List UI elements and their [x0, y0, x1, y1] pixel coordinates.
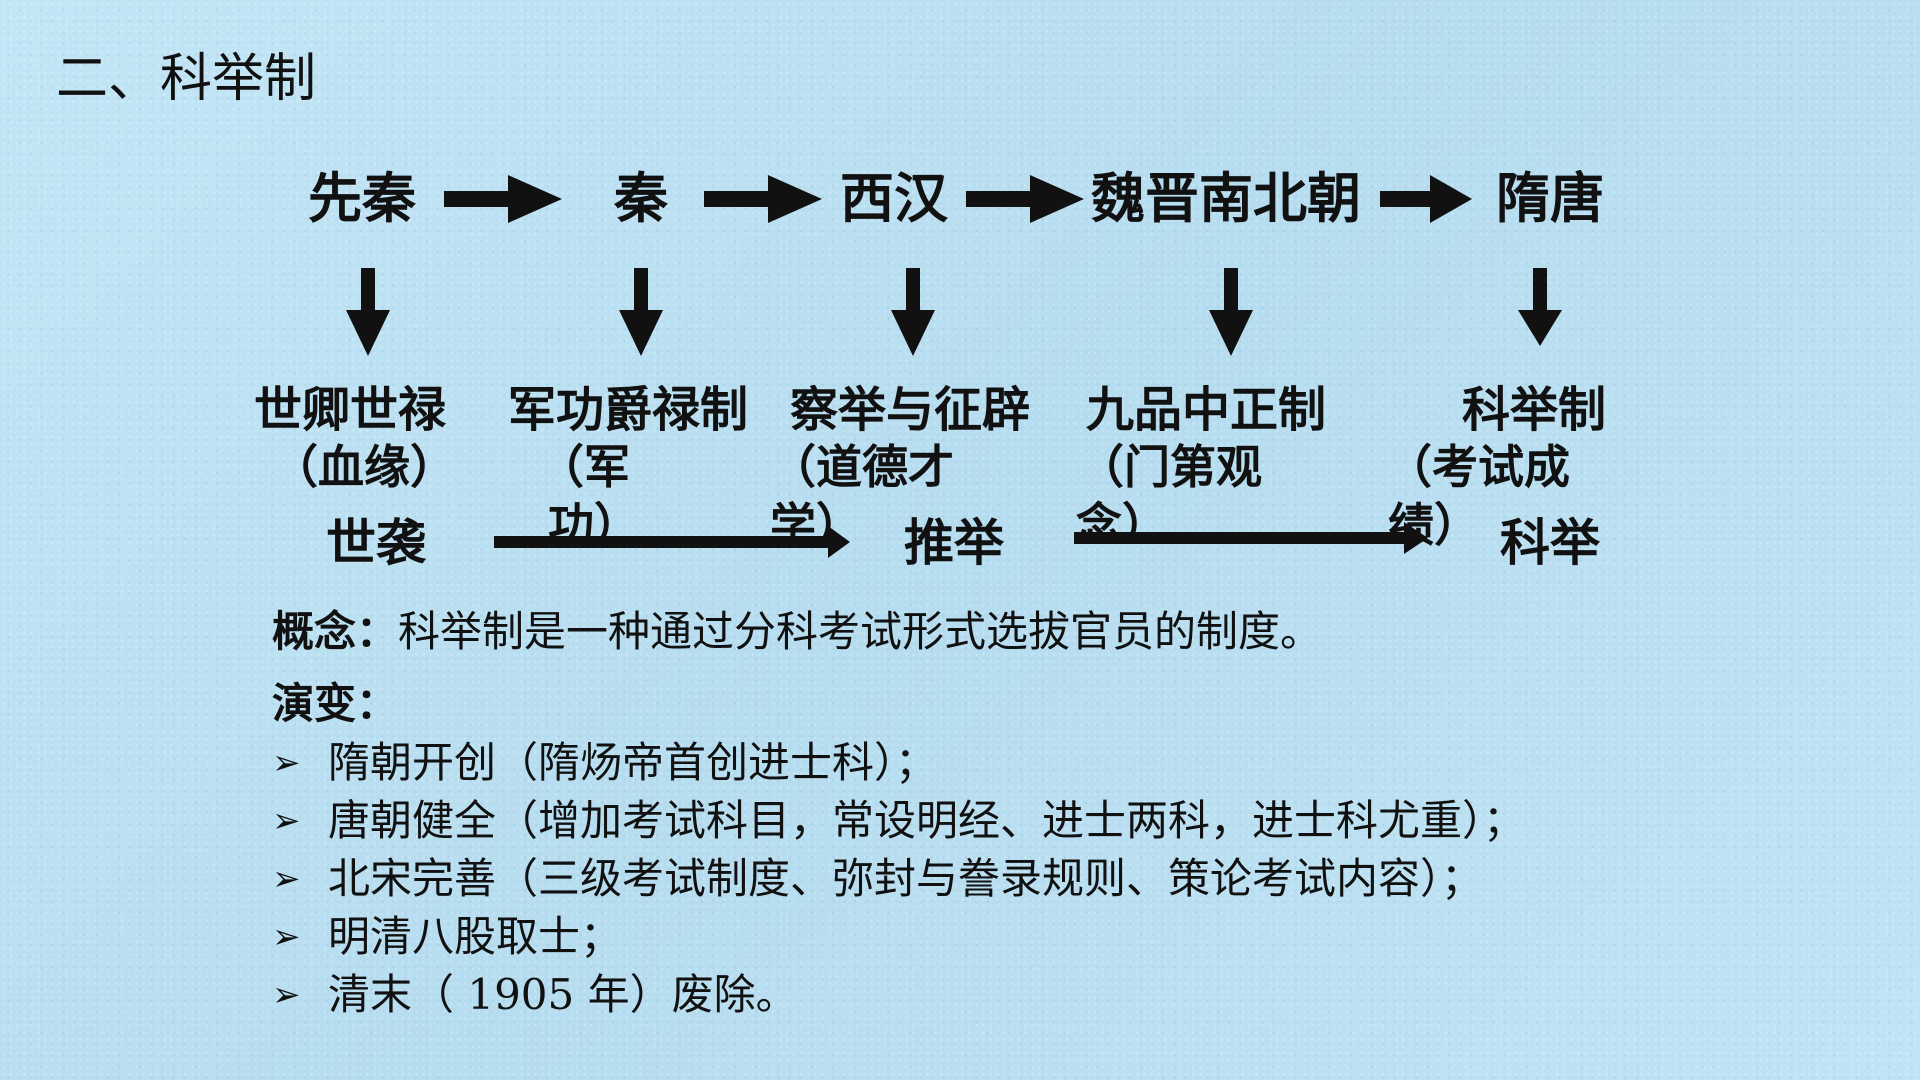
slide-title: 二、科举制	[56, 49, 317, 109]
arrowhead-bullet-icon: ➢	[272, 743, 301, 783]
evolution-label: 演变：	[272, 679, 399, 728]
evolution-item-text: 北宋完善（三级考试制度、弥封与誊录规则、策论考试内容）；	[328, 854, 1484, 903]
down-arrow-icon	[891, 268, 935, 356]
basis-kaoshi-chengji: （考试成	[1386, 440, 1570, 494]
system-keju: 科举制	[1462, 382, 1607, 438]
system-jiupin-zhongzheng: 九品中正制	[1086, 382, 1327, 438]
evolution-item-text: 明清八股取士；	[328, 912, 623, 961]
arrowhead-bullet-icon: ➢	[272, 859, 301, 899]
basis-jungong-cont: 功）	[548, 498, 640, 538]
down-arrow-icon	[1209, 268, 1253, 356]
arrowhead-bullet-icon: ➢	[272, 801, 301, 841]
era-xianqin: 先秦	[308, 167, 416, 230]
basis-xueyuan: （血缘）	[272, 440, 456, 494]
right-arrow-icon	[704, 175, 822, 223]
list-item: ➢ 隋朝开创（隋炀帝首创进士科）；	[272, 734, 1525, 792]
system-chaju-zhengbi: 察举与征辟	[790, 382, 1031, 438]
basis-daode-cont: 学）	[770, 498, 862, 552]
era-qin: 秦	[614, 167, 668, 230]
right-arrow-icon	[966, 175, 1084, 223]
evolution-item-text: 唐朝健全（增加考试科目，常设明经、进士两科，进士科尤重）；	[328, 796, 1526, 845]
concept-line: 概念：科举制是一种通过分科考试形式选拔官员的制度。	[272, 604, 1322, 660]
era-suitang: 隋唐	[1496, 167, 1604, 230]
down-arrow-icon	[619, 268, 663, 356]
basis-mendi-guannian: （门第观	[1078, 440, 1262, 494]
system-shiqing-shilu: 世卿世禄	[254, 382, 447, 438]
basis-jungong: （军	[538, 440, 630, 494]
list-item: ➢ 唐朝健全（增加考试科目，常设明经、进士两科，进士科尤重）；	[272, 792, 1525, 850]
method-keju: 科举	[1500, 514, 1600, 572]
basis-mendi-cont: 念）	[1076, 498, 1168, 538]
concept-label: 概念：	[272, 607, 399, 656]
basis-kaoshi-cont: 绩）	[1388, 498, 1480, 552]
evolution-list: ➢ 隋朝开创（隋炀帝首创进士科）； ➢ 唐朝健全（增加考试科目，常设明经、进士两科，…	[272, 734, 1525, 1024]
basis-daode-caixue: （道德才	[770, 440, 954, 494]
right-arrow-icon	[444, 175, 562, 223]
concept-text: 科举制是一种通过分科考试形式选拔官员的制度。	[398, 607, 1323, 656]
down-arrow-icon	[1518, 268, 1562, 346]
arrowhead-bullet-icon: ➢	[272, 917, 301, 957]
evolution-item-text: 清末（ 1905 年）废除。	[328, 970, 798, 1019]
system-jungong-juelu: 军功爵禄制	[508, 382, 749, 438]
list-item: ➢ 北宋完善（三级考试制度、弥封与誊录规则、策论考试内容）；	[272, 850, 1525, 908]
method-shixi: 世袭	[326, 514, 426, 572]
method-tuiju: 推举	[904, 514, 1004, 572]
right-arrow-icon	[1380, 175, 1472, 223]
down-arrow-icon	[346, 268, 390, 356]
evolution-item-text: 隋朝开创（隋炀帝首创进士科）；	[328, 738, 938, 787]
list-item: ➢ 清末（ 1905 年）废除。	[272, 966, 1525, 1024]
arrowhead-bullet-icon: ➢	[272, 975, 301, 1015]
era-weijin-nanbeichao: 魏晋南北朝	[1091, 167, 1361, 230]
down-arrows	[346, 268, 1562, 356]
list-item: ➢ 明清八股取士；	[272, 908, 1525, 966]
era-xihan: 西汉	[840, 167, 948, 230]
